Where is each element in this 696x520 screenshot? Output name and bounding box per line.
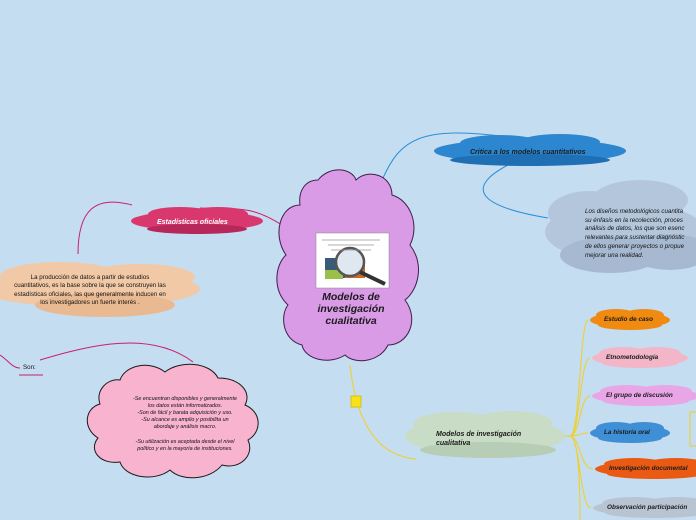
estadisticas-label: Estadísticas oficiales — [157, 219, 228, 226]
branch-connector-tail — [569, 435, 581, 520]
connector-central-to-critica — [382, 132, 509, 179]
central-title-line1: Modelos de — [322, 291, 380, 303]
modelos-cloud[interactable] — [405, 411, 565, 458]
connector-son-to-desc — [39, 342, 194, 363]
branch-connector — [569, 357, 591, 437]
critica-desc-text: Los diseños metodológicos cuantita su én… — [585, 208, 684, 260]
branch-cloud[interactable] — [595, 458, 696, 479]
branch-connector — [569, 435, 594, 470]
critica-desc-line4: relevantes para sustentar diagnóstic — [585, 234, 685, 242]
critica-desc-cloud[interactable] — [545, 180, 696, 273]
modelos-label-line2: cualitativa — [436, 440, 471, 447]
central-title: Modelos de investigación cualitativa — [296, 291, 406, 327]
branch-label: Estudio de caso — [604, 316, 654, 323]
branch-cloud[interactable] — [593, 497, 696, 518]
critica-label: Critica a los modelos cuantitativos — [470, 149, 586, 156]
central-title-line3: cualitativa — [325, 315, 377, 327]
connector-critica-to-desc — [482, 164, 549, 219]
modelos-label: Modelos de investigación cualitativa — [436, 430, 521, 448]
son-desc-blank — [95, 431, 275, 438]
produccion-line3: estadísticas oficiales, las que generalm… — [14, 290, 166, 298]
son-desc-line1: -Se encuentran disponibles y generalment… — [133, 396, 237, 402]
right-bracket — [689, 411, 696, 447]
branch-label: Investigación documental — [609, 465, 688, 472]
son-desc-line5: abordaje y análisis macro. — [153, 424, 217, 431]
connector-estadisticas-to-produccion — [77, 201, 133, 255]
branch-cloud[interactable] — [592, 385, 696, 406]
son-desc-cloud[interactable] — [86, 363, 259, 479]
produccion-line1: La producción de datos a partir de estud… — [30, 274, 150, 281]
branch-nodes — [590, 309, 696, 518]
son-desc-line4: -Su alcance es amplio y posibilita un — [141, 417, 229, 424]
produccion-text: La producción de datos a partir de estud… — [0, 274, 195, 307]
branch-cloud[interactable] — [590, 422, 670, 443]
branch-label: La historia oral — [604, 429, 650, 436]
branch-connector — [569, 395, 591, 437]
produccion-line4: los investigadores un fuerte interés . — [40, 298, 140, 306]
branch-cloud[interactable] — [590, 309, 670, 330]
connector-central-to-modelos — [349, 364, 417, 460]
branch-connector — [569, 435, 592, 509]
critica-desc-line5: de ellos generar proyectos o propue — [585, 242, 685, 250]
son-desc-line3: -Son de fácil y barata adquisición y uso… — [137, 410, 233, 417]
son-desc-text: -Se encuentran disponibles y generalment… — [95, 396, 275, 453]
branch-label: Observación participación — [607, 504, 688, 511]
branch-label: El grupo de discusión — [606, 392, 673, 399]
critica-desc-line3: análisis de datos, los que son esenc — [585, 225, 685, 233]
central-title-line2: investigación — [317, 303, 385, 315]
modelos-label-line1: Modelos de investigación — [436, 431, 522, 438]
son-label: Son: — [23, 364, 36, 371]
critica-desc-line6: mejorar una realidad. — [585, 251, 644, 259]
critica-cloud[interactable] — [434, 134, 626, 166]
estadisticas-cloud[interactable] — [131, 207, 263, 234]
son-desc-line6: -Su utilización es aceptada desde el niv… — [135, 438, 235, 445]
critica-desc-line2: su énfasis en la recolección, proces — [585, 216, 684, 224]
critica-desc-line1: Los diseños metodológicos cuantita — [585, 208, 684, 215]
yellow-marker — [350, 395, 362, 408]
son-desc-line7: político y en la mayoría de institucione… — [137, 445, 233, 452]
branch-cloud[interactable] — [592, 347, 688, 368]
produccion-cloud[interactable] — [0, 262, 200, 317]
branch-connector — [569, 319, 589, 437]
branch-label: Etnometodología — [606, 354, 659, 361]
branch-connectors — [558, 319, 594, 520]
produccion-line2: cuantitativos, es la base sobre la que s… — [14, 282, 166, 290]
son-desc-line2: los datos están informatizados. — [147, 403, 223, 410]
branch-connector — [569, 432, 589, 437]
central-image — [315, 232, 390, 289]
connector-produccion-to-son — [0, 354, 21, 369]
